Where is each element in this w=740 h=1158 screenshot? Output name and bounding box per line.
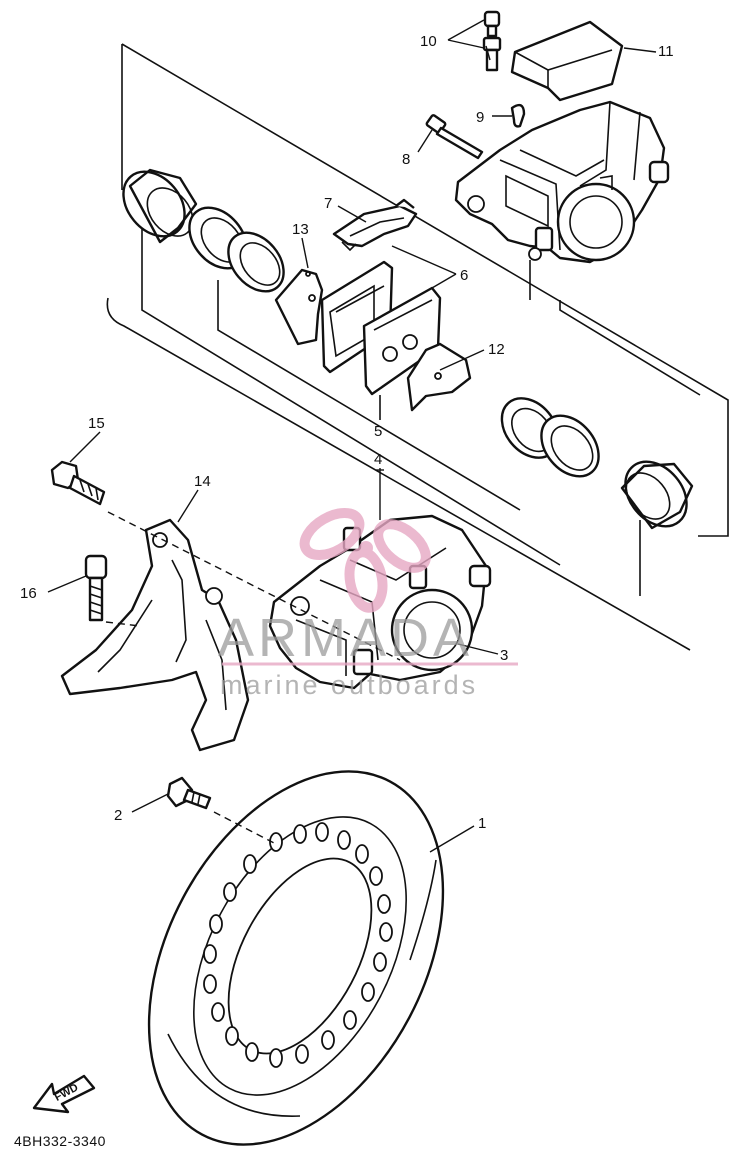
assembly-frame (106, 43, 729, 651)
leader-lines (47, 19, 657, 853)
propeller-logo-icon (299, 507, 431, 613)
bolt-16 (84, 554, 108, 622)
callout-11: 11 (658, 43, 674, 60)
assembly-dashed-lines (105, 511, 401, 845)
retaining-clip-9 (510, 103, 526, 128)
bleed-screw-10 (482, 10, 502, 72)
pad-pin-4 (376, 468, 384, 520)
disc-vent-holes (203, 822, 393, 1068)
diagram-code: 4BH332-3340 (14, 1133, 106, 1149)
watermark-name: ARMADA (218, 608, 473, 668)
pad-spring-7 (332, 198, 418, 252)
callout-12: 12 (488, 341, 505, 358)
callout-labels: 10 11 9 8 7 13 6 12 5 4 15 14 16 3 2 1 (20, 33, 674, 832)
caliper-cover-11 (510, 20, 624, 102)
callout-4: 4 (374, 451, 382, 468)
brake-disc-1 (147, 770, 445, 1146)
callout-5: 5 (374, 423, 382, 440)
callout-14: 14 (194, 473, 211, 490)
pad-shim-12 (406, 342, 472, 412)
bolt-15 (50, 460, 106, 506)
caliper-piston-lower (620, 460, 694, 530)
callout-8: 8 (402, 151, 410, 168)
watermark-tagline: marine outboards (220, 670, 478, 700)
callout-7: 7 (324, 195, 332, 212)
pad-shim-13 (274, 268, 324, 346)
callout-3: 3 (500, 647, 508, 664)
callout-10: 10 (420, 33, 437, 50)
caliper-bracket-14 (60, 518, 250, 752)
rear-caliper-body (454, 100, 670, 264)
callout-1: 1 (478, 815, 486, 832)
callout-16: 16 (20, 585, 37, 602)
dust-seal-lower (540, 414, 600, 478)
callout-6: 6 (460, 267, 468, 284)
caliper-piston-upper (122, 168, 198, 244)
callout-13: 13 (292, 221, 309, 238)
armada-watermark: ARMADA marine outboards (218, 507, 518, 700)
pad-pin-8 (425, 114, 484, 160)
callout-9: 9 (476, 109, 484, 126)
disc-bolt-2 (166, 776, 212, 810)
fwd-arrow-icon: FWD (32, 1074, 96, 1114)
callout-2: 2 (114, 807, 122, 824)
callout-15: 15 (88, 415, 105, 432)
dust-seal-upper (227, 231, 285, 293)
